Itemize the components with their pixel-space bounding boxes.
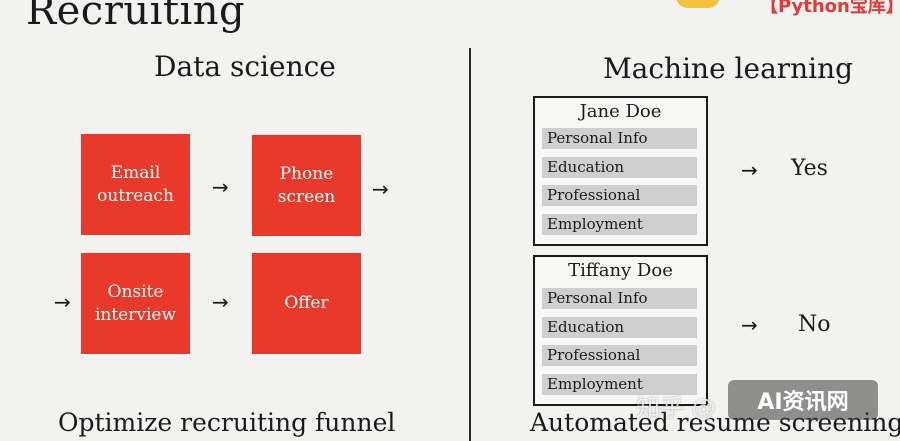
watermark-zhihu: 知乎 @ xyxy=(636,394,716,422)
resume-field: Education xyxy=(542,317,697,338)
slide-title: Recruiting xyxy=(26,0,246,34)
arrow-icon: → xyxy=(212,175,229,199)
candidate-name: Tiffany Doe xyxy=(568,260,673,281)
step-phone-screen: Phone screen xyxy=(252,135,361,236)
step-label: Email outreach xyxy=(97,162,174,206)
data-science-heading: Data science xyxy=(154,50,336,83)
resume-field: Education xyxy=(542,157,697,178)
arrow-icon: → xyxy=(54,290,71,314)
screening-result-no: No xyxy=(798,312,831,337)
resume-card-tiffany: Tiffany Doe Personal Info Education Prof… xyxy=(533,255,708,406)
step-onsite-interview: Onsite interview xyxy=(81,253,190,354)
screening-result-yes: Yes xyxy=(791,156,828,181)
watermark-ai-badge: AI资讯网 xyxy=(728,380,878,420)
section-divider xyxy=(469,48,471,441)
arrow-icon: → xyxy=(741,158,758,182)
step-offer: Offer xyxy=(252,253,361,354)
python-logo-watermark xyxy=(676,0,720,8)
resume-field: Professional xyxy=(542,345,697,366)
step-label: Phone screen xyxy=(277,163,336,207)
candidate-name: Jane Doe xyxy=(579,101,662,122)
step-label: Offer xyxy=(284,293,329,313)
watermark-top-right: 【Python宝库】 xyxy=(760,0,900,17)
resume-field: Employment xyxy=(542,214,697,235)
resume-field: Employment xyxy=(542,374,697,395)
step-label: Onsite interview xyxy=(94,281,177,325)
resume-field: Professional xyxy=(542,185,697,206)
step-email-outreach: Email outreach xyxy=(81,134,190,235)
resume-card-jane: Jane Doe Personal Info Education Profess… xyxy=(533,96,708,246)
arrow-icon: → xyxy=(212,290,229,314)
arrow-icon: → xyxy=(372,177,389,201)
arrow-icon: → xyxy=(741,313,758,337)
resume-field: Personal Info xyxy=(542,128,697,149)
resume-field: Personal Info xyxy=(542,288,697,309)
data-science-caption: Optimize recruiting funnel xyxy=(58,408,396,437)
machine-learning-heading: Machine learning xyxy=(603,52,854,85)
